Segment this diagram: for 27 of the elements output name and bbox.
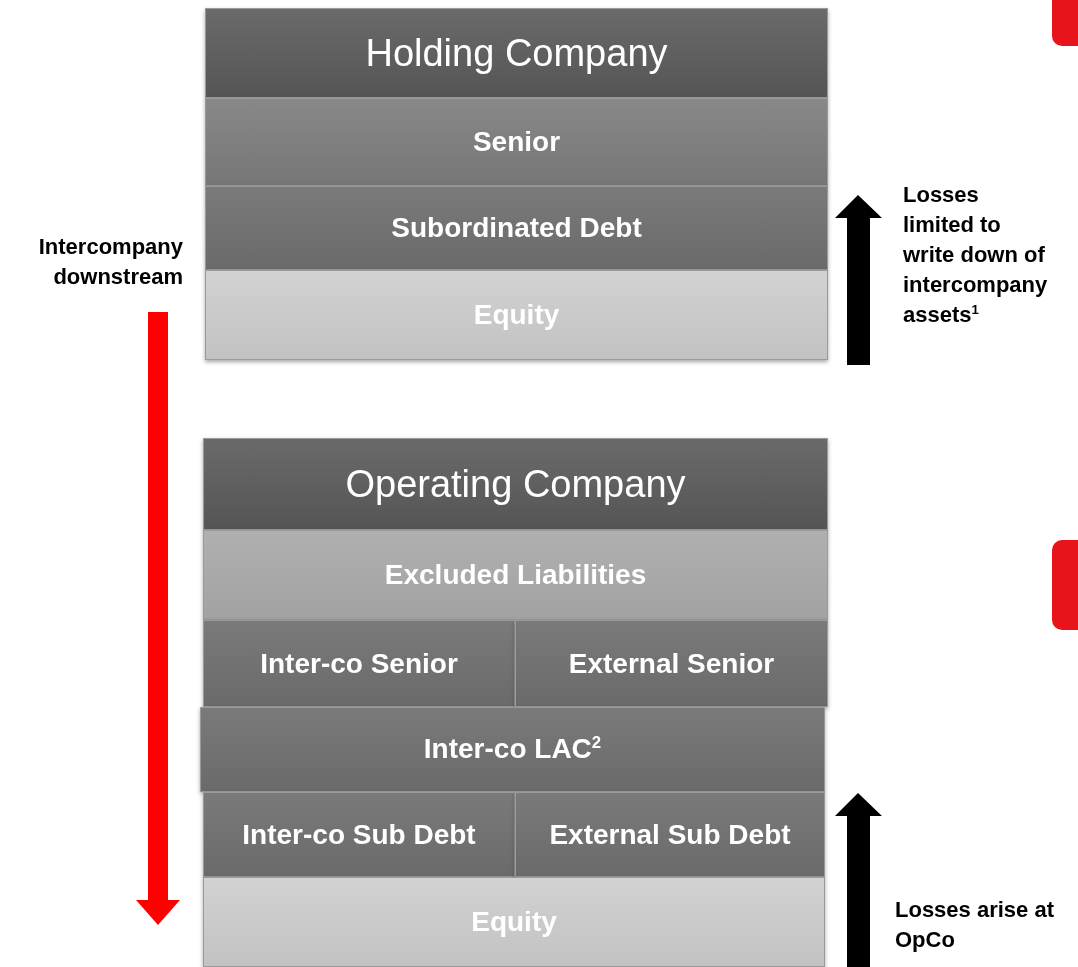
layer-label: Inter-co Senior [260,647,458,680]
layer-bar [203,530,828,620]
note-text: Losses arise at OpCo [895,896,1055,954]
layer-bar [203,792,515,877]
header-bar [205,8,828,98]
layer-label: External Sub Debt [549,818,791,851]
layer-bar [205,98,828,186]
note-text: Intercompany downstream [37,233,183,291]
layer-bar [205,186,828,270]
layer-label: Subordinated Debt [391,212,642,244]
layer-label: External Senior [568,647,775,680]
header-bar [203,438,828,530]
layer-bar [515,792,825,877]
layer-label: Holding Company [365,31,668,75]
layer-bar [203,620,515,707]
layer-label: Inter-co LAC$^{2}$ [423,733,602,766]
layer-label: Equity [473,299,560,331]
layer-bar [203,877,825,967]
layer-bar [200,707,825,792]
layer-bar [205,270,828,360]
layer-label: Excluded Liabilities [384,559,647,591]
layer-label: Inter-co Sub Debt [242,818,476,851]
layer-label: Senior [472,126,561,158]
layer-label: Operating Company [345,462,686,506]
layer-label: Equity [471,906,557,938]
note-text: Losses limited to write down of intercompany assets$^{1}$ [903,181,1049,329]
layer-bar [515,620,828,707]
